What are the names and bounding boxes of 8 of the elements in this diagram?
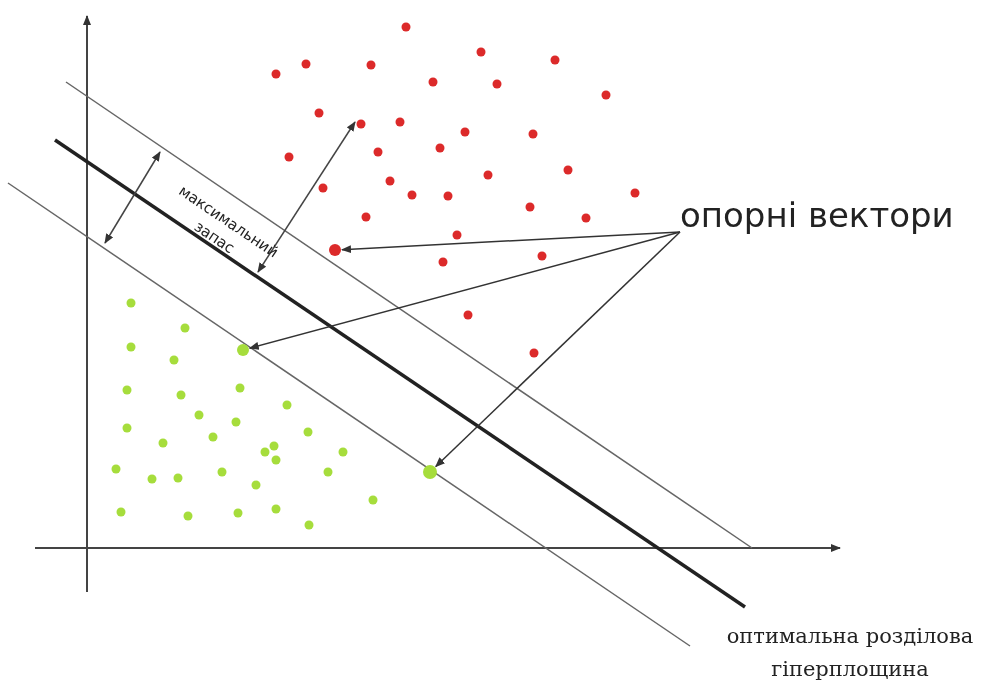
support-vector-point <box>237 344 249 356</box>
arrow <box>248 231 681 350</box>
callout-text: опорні вектори <box>680 195 954 235</box>
hyperplane-label: оптимальна розділова гіперплощина <box>725 623 975 683</box>
support-vector-point <box>423 465 437 479</box>
arrow <box>435 231 681 468</box>
arrow <box>341 231 681 254</box>
support-vector-point <box>329 244 341 256</box>
